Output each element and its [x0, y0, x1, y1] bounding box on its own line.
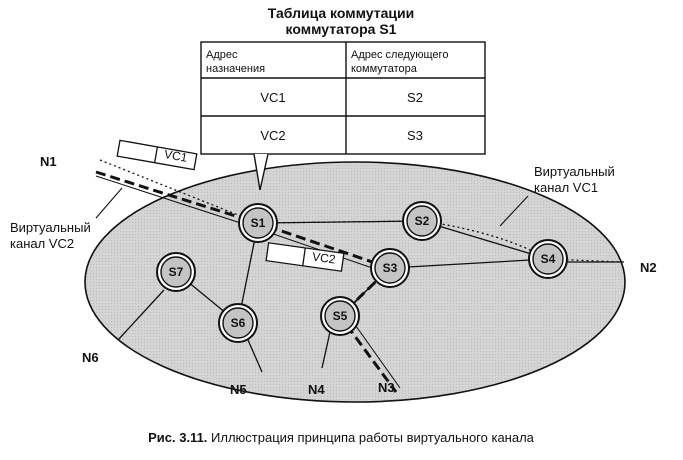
- switch-s1: S1: [238, 203, 278, 243]
- packet-vc2: VC2: [265, 242, 345, 272]
- vc2-label-leader: [95, 187, 123, 219]
- network-label-n6: N6: [82, 350, 99, 365]
- vc2-label-line1: Виртуальный: [10, 220, 91, 235]
- network-attachments: [117, 261, 624, 373]
- packet-vc1: VC1: [116, 139, 198, 171]
- table-cell-dest: VC2: [260, 128, 285, 143]
- network-label-n3: N3: [378, 380, 395, 395]
- table-cell-dest: VC1: [260, 90, 285, 105]
- table-header-dest-line2: назначения: [206, 63, 265, 75]
- switching-table: Таблица коммутации коммутатора S1 Адрес …: [200, 5, 486, 155]
- network-label-n1: N1: [40, 154, 57, 169]
- switch-label: S6: [231, 316, 246, 330]
- switch-label: S1: [251, 216, 266, 230]
- caption-number: Рис. 3.11.: [148, 430, 207, 445]
- switch-s4: S4: [528, 239, 568, 279]
- network-label-n2: N2: [640, 260, 657, 275]
- packet-vc2-label: VC2: [311, 249, 336, 266]
- network-label-n5: N5: [230, 382, 247, 397]
- vc1-label-line2: канал VC1: [534, 180, 598, 195]
- table-title-line1: Таблица коммутации: [268, 5, 414, 21]
- table-cell-next: S2: [407, 90, 423, 105]
- switch-label: S3: [383, 261, 398, 275]
- network-cloud: [84, 161, 626, 403]
- table-cell-next: S3: [407, 128, 423, 143]
- switch-s7: S7: [156, 252, 196, 292]
- table-header-next-line1: Адрес следующего: [351, 49, 448, 61]
- table-header-dest-line1: Адрес: [206, 49, 238, 61]
- switch-label: S5: [333, 309, 348, 323]
- switch-s2: S2: [402, 201, 442, 241]
- switch-s6: S6: [218, 303, 258, 343]
- switch-s3: S3: [370, 248, 410, 288]
- table-title-line2: коммутатора S1: [286, 21, 397, 37]
- switch-label: S7: [169, 265, 184, 279]
- table-header-next-line2: коммутатора: [351, 63, 418, 75]
- vc2-label-line2: канал VC2: [10, 236, 74, 251]
- switch-label: S2: [415, 214, 430, 228]
- figure-caption: Рис. 3.11. Иллюстрация принципа работы в…: [148, 430, 535, 445]
- vc1-label-line1: Виртуальный: [534, 164, 615, 179]
- network-label-n4: N4: [308, 382, 325, 397]
- switch-label: S4: [541, 252, 556, 266]
- table-callout-pointer: [253, 153, 269, 191]
- packet-vc1-label: VC1: [163, 147, 189, 165]
- vc1-path: [99, 159, 623, 263]
- caption-text: Иллюстрация принципа работы виртуального…: [207, 430, 534, 445]
- vc1-label-leader: [499, 195, 529, 227]
- switch-s5: S5: [320, 296, 360, 336]
